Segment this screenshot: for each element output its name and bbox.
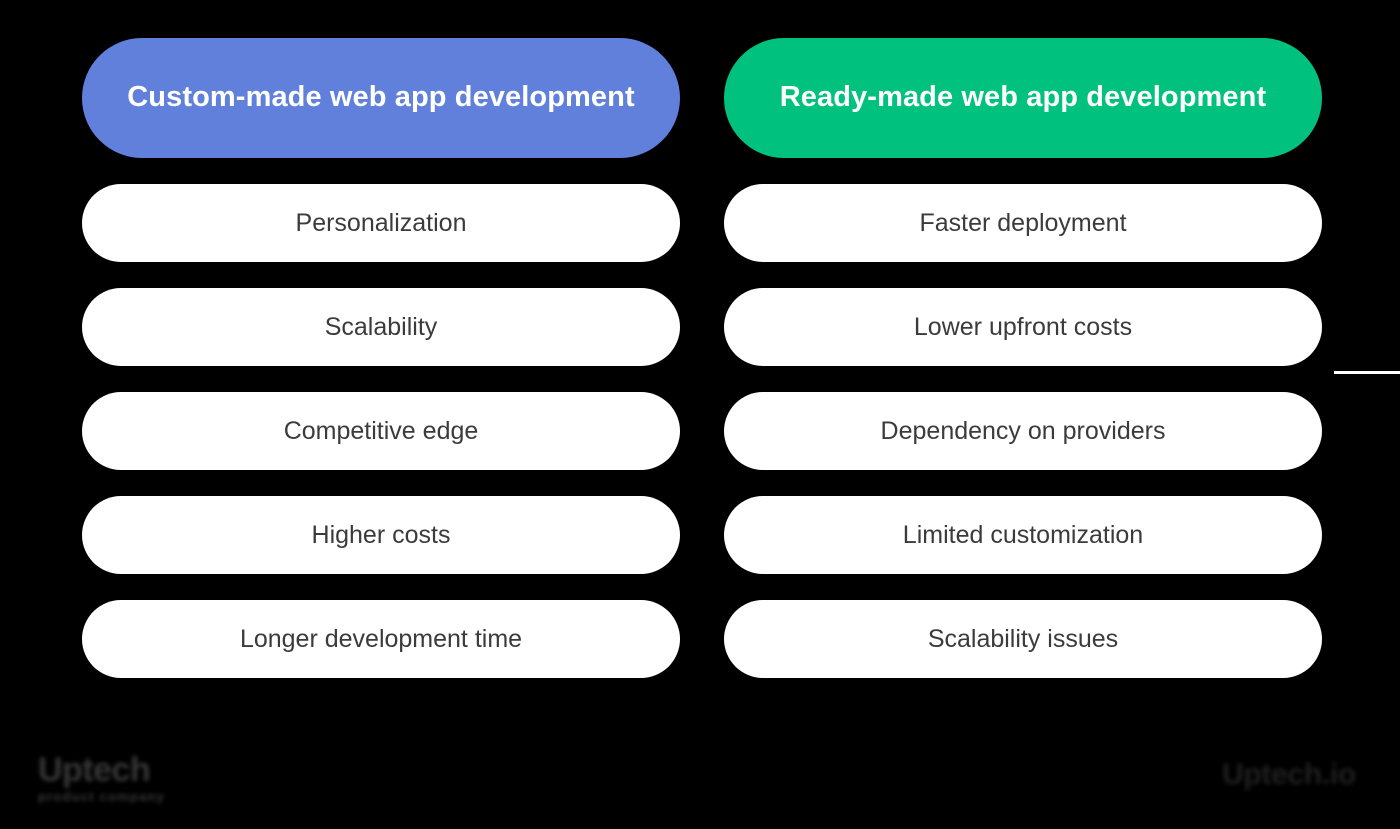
watermark-logo-bottom-left: Uptech product company (38, 752, 218, 814)
list-item: Scalability (82, 288, 680, 366)
list-item: Longer development time (82, 600, 680, 678)
watermark-logo-bottom-right: Uptech.io (1222, 756, 1382, 800)
column-header-ready: Ready-made web app development (724, 38, 1322, 158)
comparison-grid: Custom-made web app development Ready-ma… (82, 38, 1322, 678)
list-item: Faster deployment (724, 184, 1322, 262)
list-item: Dependency on providers (724, 392, 1322, 470)
list-item: Personalization (82, 184, 680, 262)
edge-artifact-line (1334, 371, 1400, 374)
watermark-tagline: product company (38, 789, 166, 804)
column-header-custom: Custom-made web app development (82, 38, 680, 158)
list-item: Limited customization (724, 496, 1322, 574)
list-item: Scalability issues (724, 600, 1322, 678)
list-item: Lower upfront costs (724, 288, 1322, 366)
watermark-wordmark: Uptech (38, 752, 151, 788)
list-item: Competitive edge (82, 392, 680, 470)
watermark-wordmark: Uptech.io (1222, 758, 1356, 791)
list-item: Higher costs (82, 496, 680, 574)
